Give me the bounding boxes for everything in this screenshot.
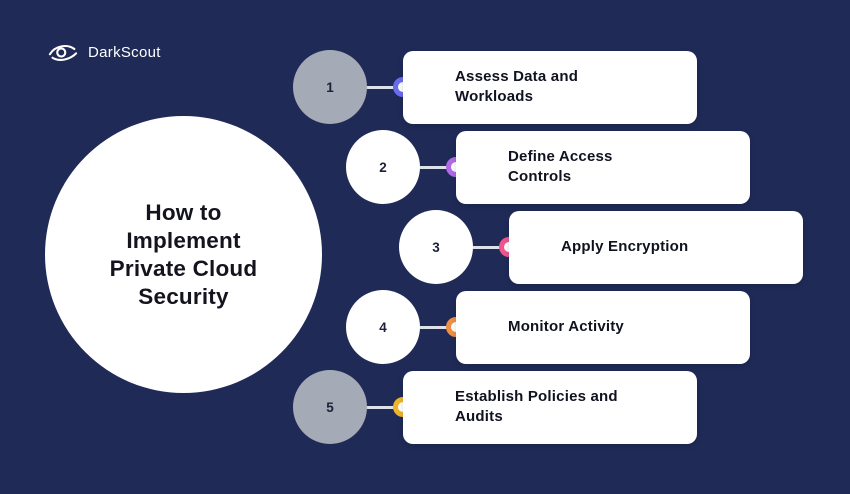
eye-scout-icon <box>48 42 78 63</box>
step-card-label: Establish Policies and Audits <box>455 388 618 425</box>
step-card-label: Define Access Controls <box>508 148 613 185</box>
connector-line <box>419 325 457 329</box>
page-title: How to Implement Private Cloud Security <box>110 199 258 311</box>
brand-logo: DarkScout <box>48 42 161 63</box>
step-card: Monitor Activity <box>456 290 750 364</box>
step-number: 2 <box>379 159 387 175</box>
step-4: 4 Monitor Activity <box>0 290 850 364</box>
step-3: 3 Apply Encryption <box>0 210 850 284</box>
step-number-circle: 2 <box>346 130 420 204</box>
step-card-label: Assess Data and Workloads <box>455 68 579 105</box>
step-card-label: Monitor Activity <box>508 318 624 335</box>
step-number: 1 <box>326 79 334 95</box>
step-1: 1 Assess Data and Workloads <box>0 50 850 124</box>
step-number-circle: 5 <box>293 370 367 444</box>
title-line: Security <box>138 283 229 309</box>
step-card: Apply Encryption <box>509 210 803 284</box>
step-number: 5 <box>326 399 334 415</box>
step-5: 5 Establish Policies and Audits <box>0 370 850 444</box>
connector-line <box>366 85 404 89</box>
title-line: Private Cloud <box>109 255 258 281</box>
connector-line <box>419 165 457 169</box>
title-line: How to <box>145 199 222 225</box>
step-number-circle: 1 <box>293 50 367 124</box>
step-card-label: Apply Encryption <box>561 238 689 255</box>
connector-line <box>472 245 510 249</box>
step-number: 3 <box>432 239 440 255</box>
brand-name: DarkScout <box>88 44 161 61</box>
connector-line <box>366 405 404 409</box>
step-card: Define Access Controls <box>456 130 750 204</box>
step-number-circle: 3 <box>399 210 473 284</box>
step-card: Establish Policies and Audits <box>403 370 697 444</box>
step-card: Assess Data and Workloads <box>403 50 697 124</box>
step-2: 2 Define Access Controls <box>0 130 850 204</box>
title-line: Implement <box>126 227 241 253</box>
step-number: 4 <box>379 319 387 335</box>
step-number-circle: 4 <box>346 290 420 364</box>
title-circle: How to Implement Private Cloud Security <box>45 116 322 393</box>
